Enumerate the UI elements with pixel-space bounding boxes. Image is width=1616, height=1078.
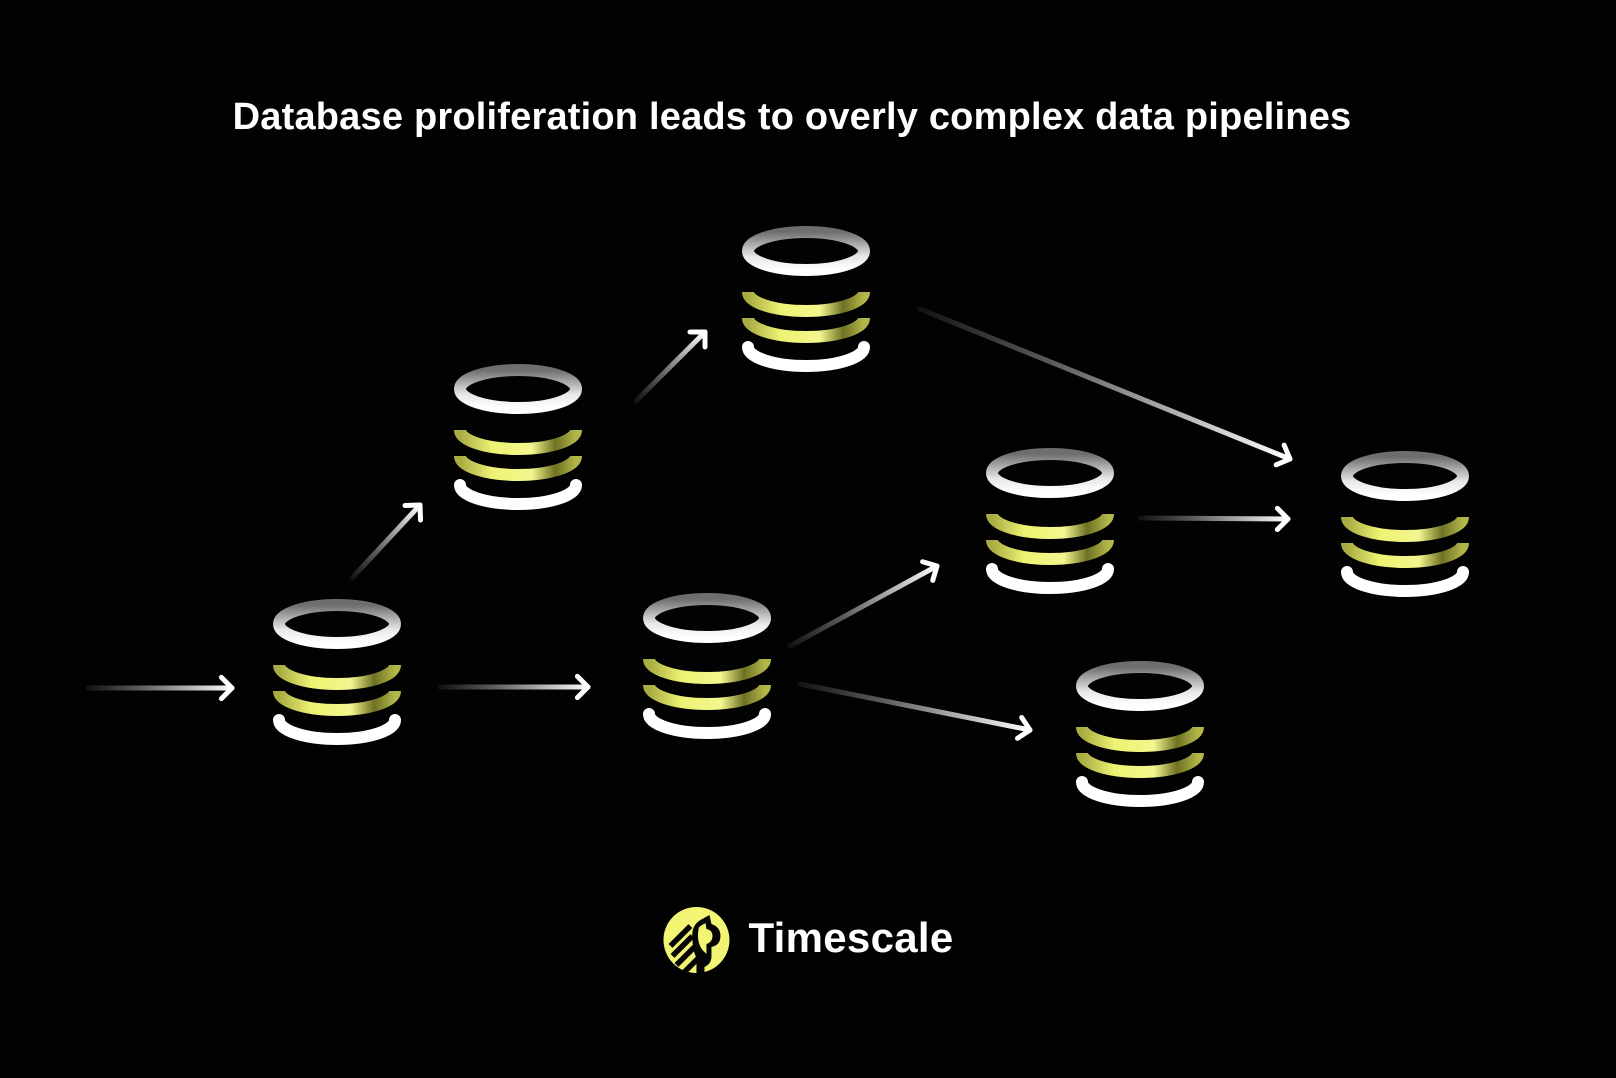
arrow-shaft [633,329,708,404]
arrowhead-icon [1274,505,1291,533]
arrow-shaft [1137,515,1291,522]
pipeline-arrow-database-node-mid-left-to-database-node-top [633,329,708,404]
arrow-shaft [797,681,1033,733]
pipeline-arrow-database-node-center-to-database-node-mid-right [787,559,940,649]
database-node-mid-left [460,370,576,504]
database-node-lower-left [279,605,395,739]
database-node-right [1347,457,1463,591]
arrowhead-icon [218,674,235,702]
database-node-mid-right [992,454,1108,588]
pipeline-arrow-database-node-lower-left-to-database-node-mid-left [349,502,424,581]
pipeline-arrow-database-node-lower-left-to-database-node-center [437,673,591,701]
arrowhead-icon [402,502,424,523]
brand-name: Timescale [748,914,954,961]
arrowhead-icon [920,559,940,583]
pipeline-arrow-source-offscreen-to-database-node-lower-left [85,674,235,702]
timescale-tiger-icon [663,907,730,974]
database-node-bottom-right [1082,667,1198,801]
pipeline-arrow-database-node-center-to-database-node-bottom-right [797,681,1033,741]
arrowhead-icon [1015,715,1033,741]
brand-lockup: Timescale [662,906,953,974]
database-node-top [748,232,864,366]
arrowhead-icon [687,329,708,350]
pipeline-arrow-database-node-top-to-database-node-right [917,306,1293,468]
pipeline-arrow-database-node-mid-right-to-database-node-right [1137,505,1291,533]
arrow-shaft [787,563,940,649]
database-node-center [649,599,765,733]
arrow-shaft [917,306,1293,462]
arrowhead-icon [1273,442,1293,468]
arrow-shaft [349,502,423,581]
diagram-title: Database proliferation leads to overly c… [232,96,1352,138]
arrowhead-icon [574,673,591,701]
